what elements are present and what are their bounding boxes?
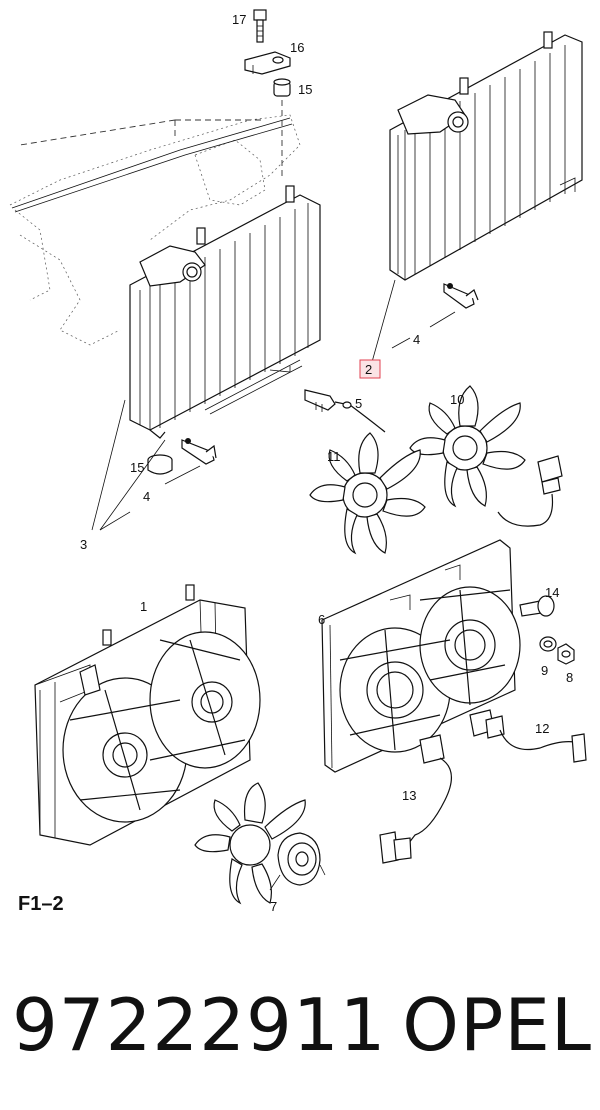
fan-motor-7-icon: [194, 782, 326, 905]
fan-blade-10-icon: [409, 385, 526, 508]
callout-labels: 17 16 15 15 4 4 3 2 5 10 11 1 6 14 9 8 1…: [80, 12, 573, 914]
callout-16: 16: [290, 40, 304, 55]
callout-3: 3: [80, 537, 87, 552]
leader-4-left: [99, 465, 201, 531]
callout-6: 6: [318, 612, 325, 627]
callout-14: 14: [545, 585, 559, 600]
callout-4-left: 4: [143, 489, 150, 504]
callout-17: 17: [232, 12, 246, 27]
leader-3: [91, 399, 166, 531]
part-number: 97222911: [12, 983, 387, 1067]
wiring-harness-icon: [497, 455, 563, 527]
section-label: F1–2: [18, 893, 64, 915]
brand-name: OPEL: [402, 983, 592, 1067]
callout-13: 13: [402, 788, 416, 803]
callout-11: 11: [327, 449, 341, 464]
footer: 97222911 OPEL: [12, 970, 592, 1080]
callout-4-right: 4: [413, 332, 420, 347]
callout-2: 2: [365, 362, 372, 377]
bolt-17-icon: [253, 9, 267, 43]
highlight-box-2: [359, 359, 381, 379]
washer-9-icon: [539, 636, 557, 652]
callout-1: 1: [140, 599, 147, 614]
fan-blade-11-icon: [309, 432, 426, 555]
leader-17-16: [174, 119, 265, 140]
bolt-14-icon: [519, 595, 555, 617]
bracket-16-icon: [244, 51, 291, 75]
clip-4-right-icon: [443, 283, 479, 309]
rubber-bush-15-bottom-icon: [147, 454, 173, 475]
fan-shroud-6-icon: [321, 539, 521, 773]
callout-10: 10: [450, 392, 464, 407]
radiator-left-icon: [129, 185, 321, 439]
callout-5: 5: [355, 396, 362, 411]
leader-left: [19, 119, 176, 146]
callout-8: 8: [566, 670, 573, 685]
fan-shroud-assembly-1-icon: [34, 584, 261, 846]
engine-bay-outline: [9, 114, 301, 346]
rubber-bush-15-top-icon: [273, 78, 291, 97]
nut-8-icon: [557, 643, 575, 665]
leader-2-4: [371, 279, 456, 363]
parts-diagram: 17 16 15 15 4 4 3 2 5 10 11 1 6 14 9 8 1…: [9, 9, 587, 915]
clip-4-left-icon: [181, 438, 217, 465]
temp-sensor-5-icon: [304, 389, 386, 433]
callout-7: 7: [270, 899, 277, 914]
harness-12-icon: [469, 709, 587, 763]
callout-15-bottom: 15: [130, 460, 144, 475]
callout-9: 9: [541, 663, 548, 678]
harness-13-icon: [379, 734, 452, 864]
radiator-right-icon: [389, 31, 583, 281]
callout-12: 12: [535, 721, 549, 736]
callout-15-top: 15: [298, 82, 312, 97]
